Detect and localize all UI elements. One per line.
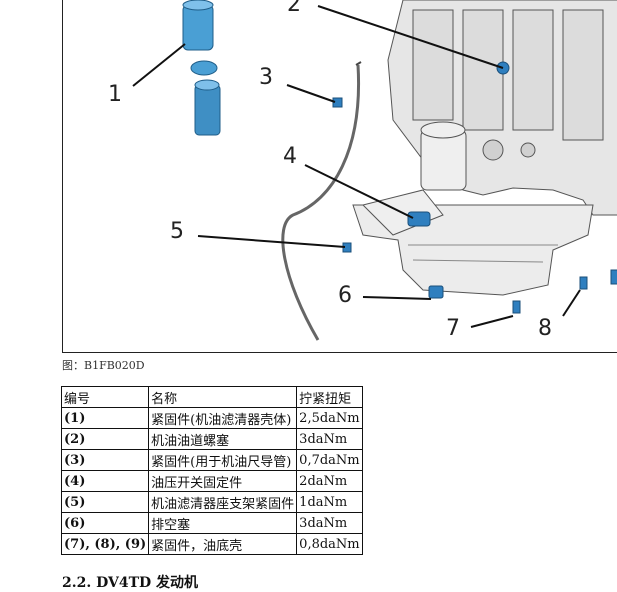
- callout-8: 8: [538, 316, 552, 341]
- row-name: 油压开关固定件: [148, 470, 298, 492]
- table-header-row: 编号 名称 拧紧扭矩: [60, 386, 363, 408]
- row-torque: 0,7daNm: [296, 449, 363, 471]
- row-name: 机油油道螺塞: [148, 428, 298, 450]
- row-name: 机油滤清器座支架紧固件: [148, 491, 298, 513]
- row-ref: (1): [60, 407, 150, 429]
- row-ref: (2): [60, 428, 150, 450]
- table-row: (7), (8), (9) 紧固件，油底壳 0,8daNm: [60, 533, 363, 555]
- row-name: 紧固件(机油滤清器壳体): [148, 407, 298, 429]
- row-torque: 0,8daNm: [296, 533, 363, 555]
- table-row: (2) 机油油道螺塞 3daNm: [60, 428, 363, 450]
- table-row: (3) 紧固件(用于机油尺导管) 0,7daNm: [60, 449, 363, 471]
- row-ref: (5): [60, 491, 150, 513]
- engine-illustration: [132, 0, 617, 341]
- row-torque: 3daNm: [296, 512, 363, 534]
- row-ref: (3): [60, 449, 150, 471]
- header-name: 名称: [148, 386, 298, 408]
- table-row: (4) 油压开关固定件 2daNm: [60, 470, 363, 492]
- callout-3: 3: [259, 65, 273, 90]
- row-ref: (7), (8), (9): [60, 533, 150, 555]
- row-torque: 2daNm: [296, 470, 363, 492]
- callout-4: 4: [283, 144, 297, 169]
- row-torque: 3daNm: [296, 428, 363, 450]
- row-ref: (4): [60, 470, 150, 492]
- engine-figure: 1 2 3 4 5 6 7 8: [62, 0, 617, 353]
- callout-7: 7: [446, 316, 460, 341]
- row-torque: 1daNm: [296, 491, 363, 513]
- torque-table: 编号 名称 拧紧扭矩 (1) 紧固件(机油滤清器壳体) 2,5daNm (2) …: [60, 386, 363, 555]
- header-torque: 拧紧扭矩: [296, 386, 363, 408]
- callout-5: 5: [170, 219, 184, 244]
- callout-1: 1: [108, 82, 122, 107]
- row-ref: (6): [60, 512, 150, 534]
- table-row: (5) 机油滤清器座支架紧固件 1daNm: [60, 491, 363, 513]
- callout-6: 6: [338, 283, 352, 308]
- table-row: (1) 紧固件(机油滤清器壳体) 2,5daNm: [60, 407, 363, 429]
- row-torque: 2,5daNm: [296, 407, 363, 429]
- callout-2: 2: [287, 0, 301, 17]
- row-name: 紧固件，油底壳: [148, 533, 298, 555]
- next-section-heading: 2.2. DV4TD 发动机: [62, 575, 199, 591]
- figure-caption: 图：B1FB020D: [62, 359, 145, 372]
- row-name: 紧固件(用于机油尺导管): [148, 449, 298, 471]
- header-ref: 编号: [60, 386, 150, 408]
- row-name: 排空塞: [148, 512, 298, 534]
- table-row: (6) 排空塞 3daNm: [60, 512, 363, 534]
